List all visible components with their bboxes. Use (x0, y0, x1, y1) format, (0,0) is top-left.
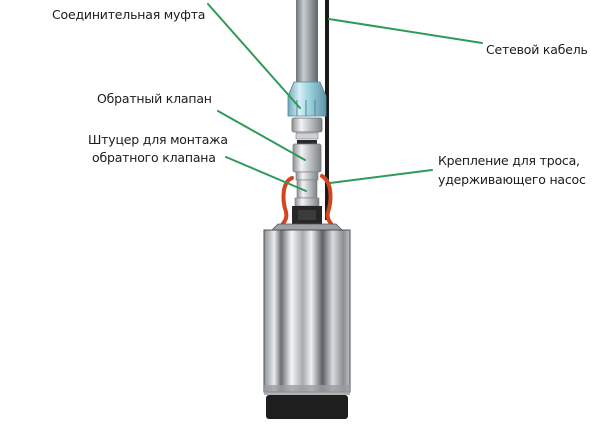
leader-cable (328, 18, 483, 44)
label-power-cable: Сетевой кабель (486, 42, 588, 57)
label-rope-mount-line2: удерживающего насос (438, 172, 586, 187)
riser-pipe (296, 0, 318, 82)
power-cable (325, 0, 329, 220)
leader-lines (207, 3, 483, 192)
label-coupling: Соединительная муфта (52, 7, 206, 22)
coupling (287, 81, 327, 117)
leader-coupling (207, 3, 301, 109)
leader-rope-mount (329, 169, 433, 184)
pump-base (266, 395, 348, 419)
label-check-valve: Обратный клапан (97, 91, 212, 106)
rope-clip-left (278, 176, 294, 230)
label-fitting-line1: Штуцер для монтажа (88, 132, 228, 147)
leader-fitting (225, 156, 307, 192)
check-valve (292, 143, 322, 173)
pump-body (263, 229, 351, 393)
adapter-nut (291, 117, 323, 133)
leader-check-valve (217, 110, 306, 161)
label-rope-mount-line1: Крепление для троса, (438, 153, 580, 168)
label-fitting-line2: обратного клапана (92, 150, 216, 165)
